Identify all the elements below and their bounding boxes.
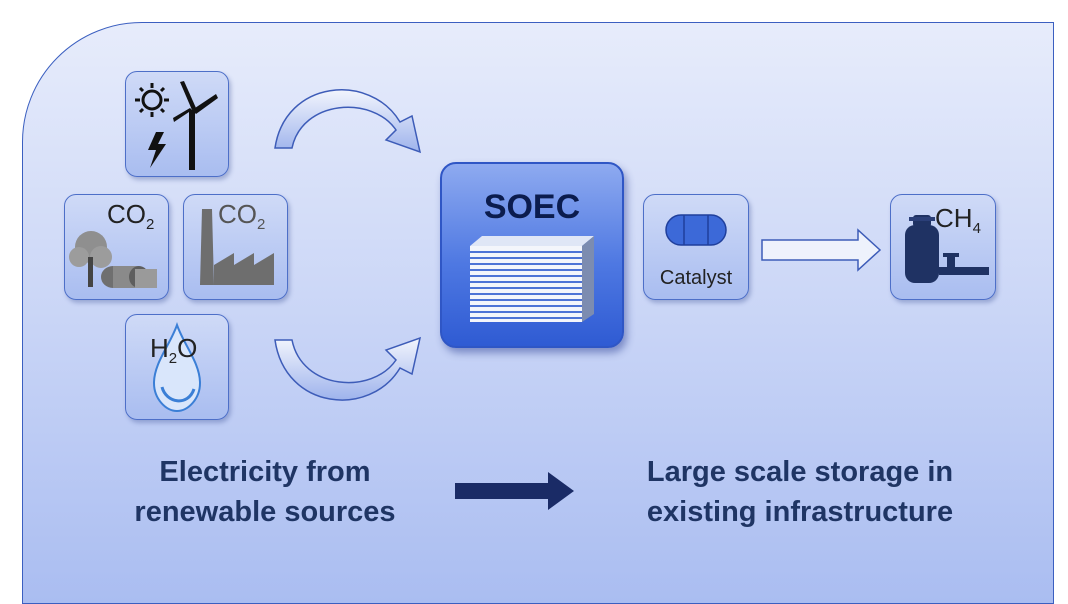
industry-co2-tile: CO2 [183,194,288,300]
methane-tile: CH4 [890,194,996,300]
biomass-co2-label: CO2 [107,199,155,233]
bottom-curved-arrow [274,336,422,401]
water-tile: H2O [125,314,229,420]
soec-label: SOEC [483,188,581,226]
soec-block: SOEC [440,162,624,348]
left-caption: Electricity from renewable sources [100,452,430,532]
methane-label: CH4 [935,203,981,237]
biomass-co2-tile: CO2 [64,194,169,300]
cell-stack-icon [470,236,594,322]
top-curved-arrow [274,89,422,154]
left-caption-line1: Electricity from [159,456,371,488]
water-label: H2O [150,333,198,367]
right-caption-line2: existing infrastructure [646,496,954,528]
catalyst-to-methane-arrow [761,228,882,272]
catalyst-tile: Catalyst [643,194,749,300]
left-caption-line2: renewable sources [134,496,396,528]
factory-icon [200,209,274,285]
catalyst-label: Catalyst [659,267,733,289]
curved-arrows [274,89,882,510]
catalyst-reactor-icon [665,214,727,246]
dark-bottom-arrow [455,472,574,510]
tree-icon [69,231,112,287]
right-caption: Large scale storage in existing infrastr… [600,452,1000,532]
industry-co2-label: CO2 [218,199,266,233]
pipe-icon [939,253,989,275]
wind-turbine-icon [173,81,218,170]
renewable-electricity-tile [125,71,229,177]
sun-icon [135,83,169,117]
right-caption-line1: Large scale storage in [646,456,954,488]
lightning-icon [148,132,166,168]
water-drop-icon [152,321,202,413]
gas-tank-icon [905,215,939,283]
hay-bales-icon [101,266,157,288]
